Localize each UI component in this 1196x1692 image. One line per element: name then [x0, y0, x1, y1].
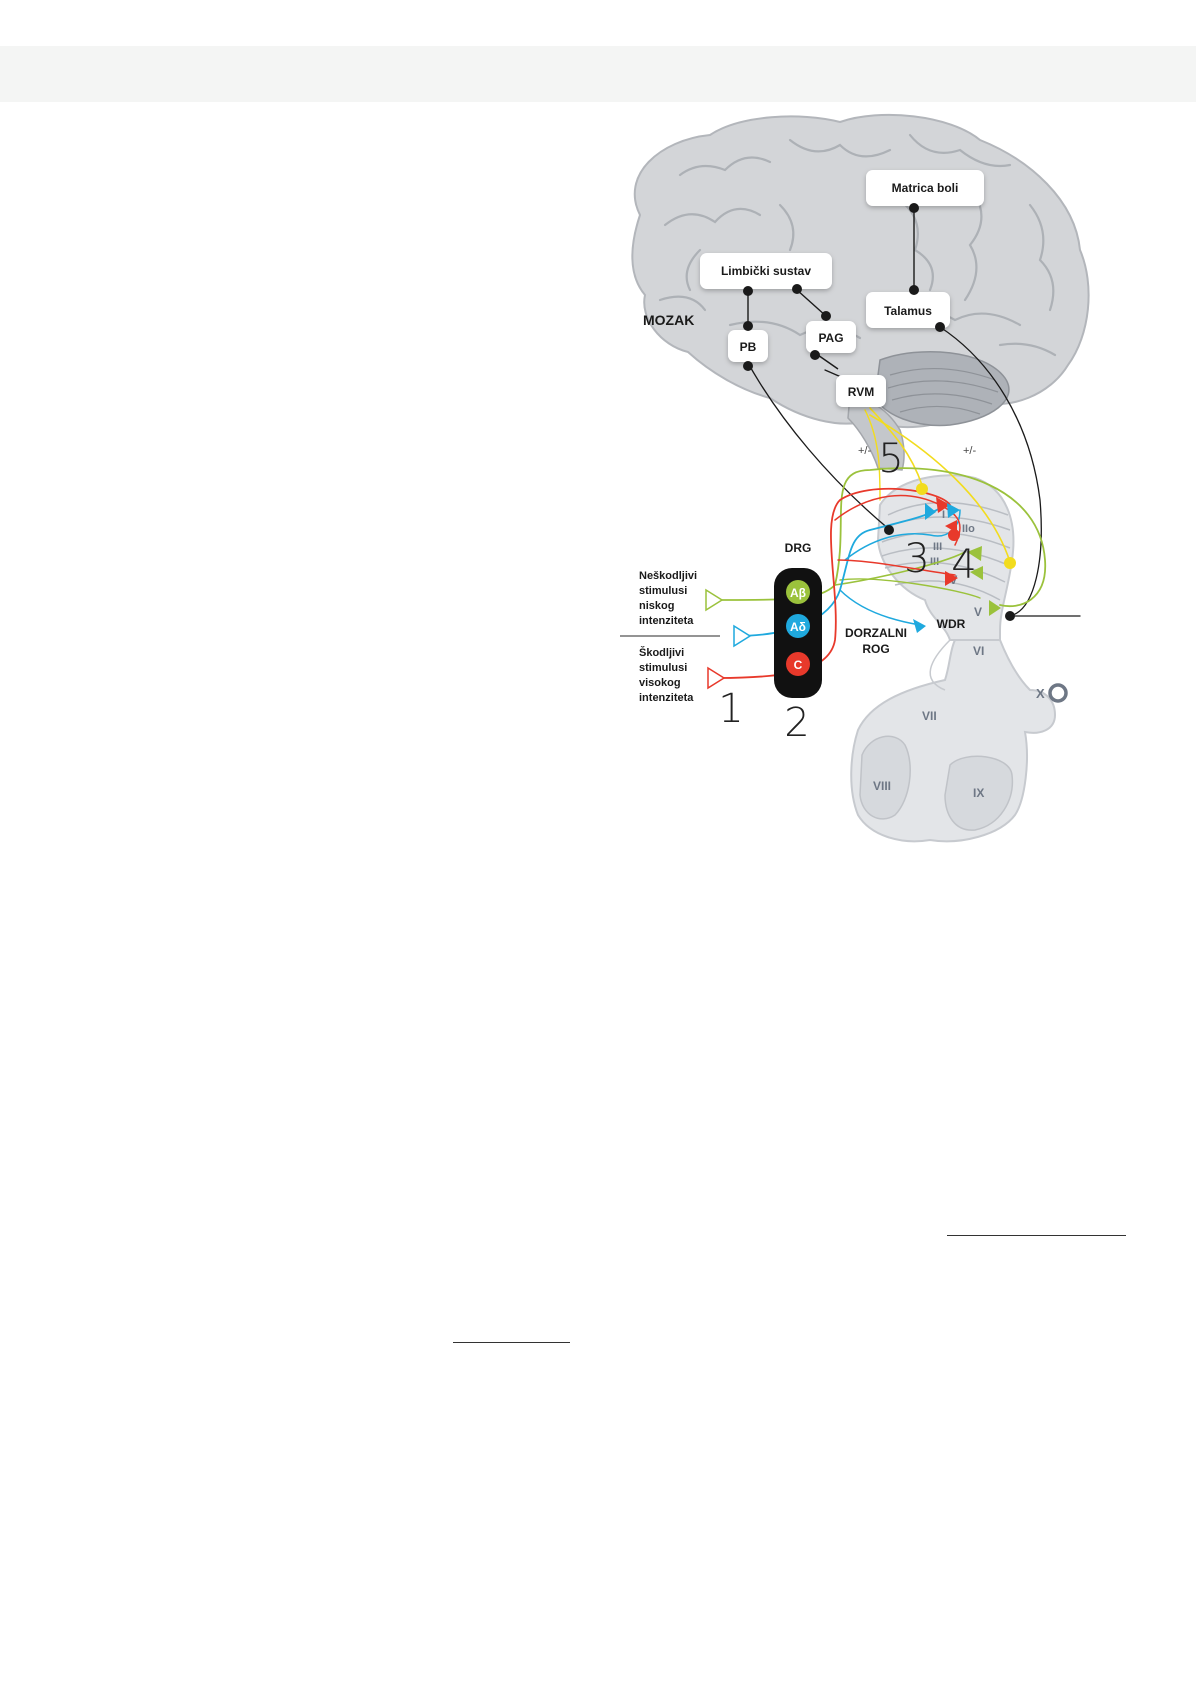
connection-dots [743, 203, 945, 371]
svg-text:Škodljivi: Škodljivi [639, 646, 684, 659]
fiber-adelta: Aδ [790, 620, 806, 634]
lamina-vii: VII [922, 709, 937, 723]
svg-text:intenziteta: intenziteta [639, 692, 694, 704]
step-number-2: 2 [784, 700, 809, 746]
pathway-dot [884, 525, 894, 535]
step-number-1: 1 [718, 686, 743, 732]
descending-yellow-b [869, 414, 1011, 563]
lamina-x: X [1036, 686, 1045, 701]
svg-text:stimulusi: stimulusi [639, 662, 687, 674]
noxious-stimuli-label: Škodljivi stimulusi visokog intenziteta [639, 646, 694, 704]
fiber-abeta: Aβ [790, 586, 806, 600]
step-number-3: 3 [904, 536, 929, 582]
brain-structure-boxes [700, 170, 984, 407]
lamina-iii-a: III [933, 541, 942, 553]
underline-rule [947, 1235, 1126, 1236]
lamina-v: V [974, 605, 982, 619]
lamina-ix: IX [973, 786, 984, 800]
box-rvm: RVM [848, 385, 874, 399]
lamina-iii-b: III [930, 556, 939, 568]
yellow-synapse [916, 483, 928, 495]
top-bar [0, 46, 1196, 102]
svg-text:stimulusi: stimulusi [639, 585, 687, 597]
c-receptor-icon [707, 666, 726, 690]
svg-text:niskog: niskog [639, 600, 674, 612]
dorsal-horn-label-1: DORZALNI [845, 626, 907, 640]
spinothalamic-tract [939, 326, 1042, 617]
step-number-4: 4 [951, 542, 976, 588]
drg: Aβ Aδ C [774, 568, 822, 698]
abeta-receptor-icon [705, 588, 724, 612]
yellow-synapse [1004, 557, 1016, 569]
lamina-iio: IIo [962, 523, 975, 535]
box-thalamus: Talamus [884, 304, 932, 318]
lamina-labels: I IIo III III IV V VI VII VIII IX X [873, 509, 1045, 800]
underline-rule [453, 1342, 570, 1343]
box-pag: PAG [818, 331, 843, 345]
step-number-5: 5 [878, 436, 903, 482]
innocuous-stimuli-label: Neškodljivi stimulusi niskog intenziteta [639, 570, 697, 627]
box-pain-matrix: Matrica boli [892, 181, 959, 195]
modulation-left: +/- [858, 445, 871, 457]
svg-text:intenziteta: intenziteta [639, 615, 694, 627]
descending-yellow-a [869, 407, 923, 486]
fiber-c: C [794, 658, 803, 672]
lamina-i: I [942, 509, 945, 521]
svg-text:Neškodljivi: Neškodljivi [639, 570, 697, 582]
wdr-label: WDR [937, 617, 966, 631]
lamina-viii: VIII [873, 779, 891, 793]
lamina-vi: VI [973, 644, 984, 658]
spinal-cord [850, 474, 1068, 843]
red-synapse [948, 529, 960, 541]
terminal-arrowheads [913, 497, 1001, 633]
central-canal-icon [1048, 683, 1068, 703]
receptor-terminals [705, 588, 752, 690]
dorsal-horn-label-2: ROG [862, 642, 889, 656]
adelta-receptor-icon [733, 624, 752, 648]
box-pb: PB [740, 340, 757, 354]
brain-region-label: MOZAK [643, 312, 694, 328]
pb-tract [747, 362, 891, 531]
svg-text:visokog: visokog [639, 677, 681, 689]
box-limbic-system: Limbički sustav [721, 264, 811, 278]
pathway-dot [1005, 611, 1015, 621]
modulation-right: +/- [963, 445, 976, 457]
brain [631, 113, 1090, 471]
drg-label: DRG [785, 541, 812, 555]
